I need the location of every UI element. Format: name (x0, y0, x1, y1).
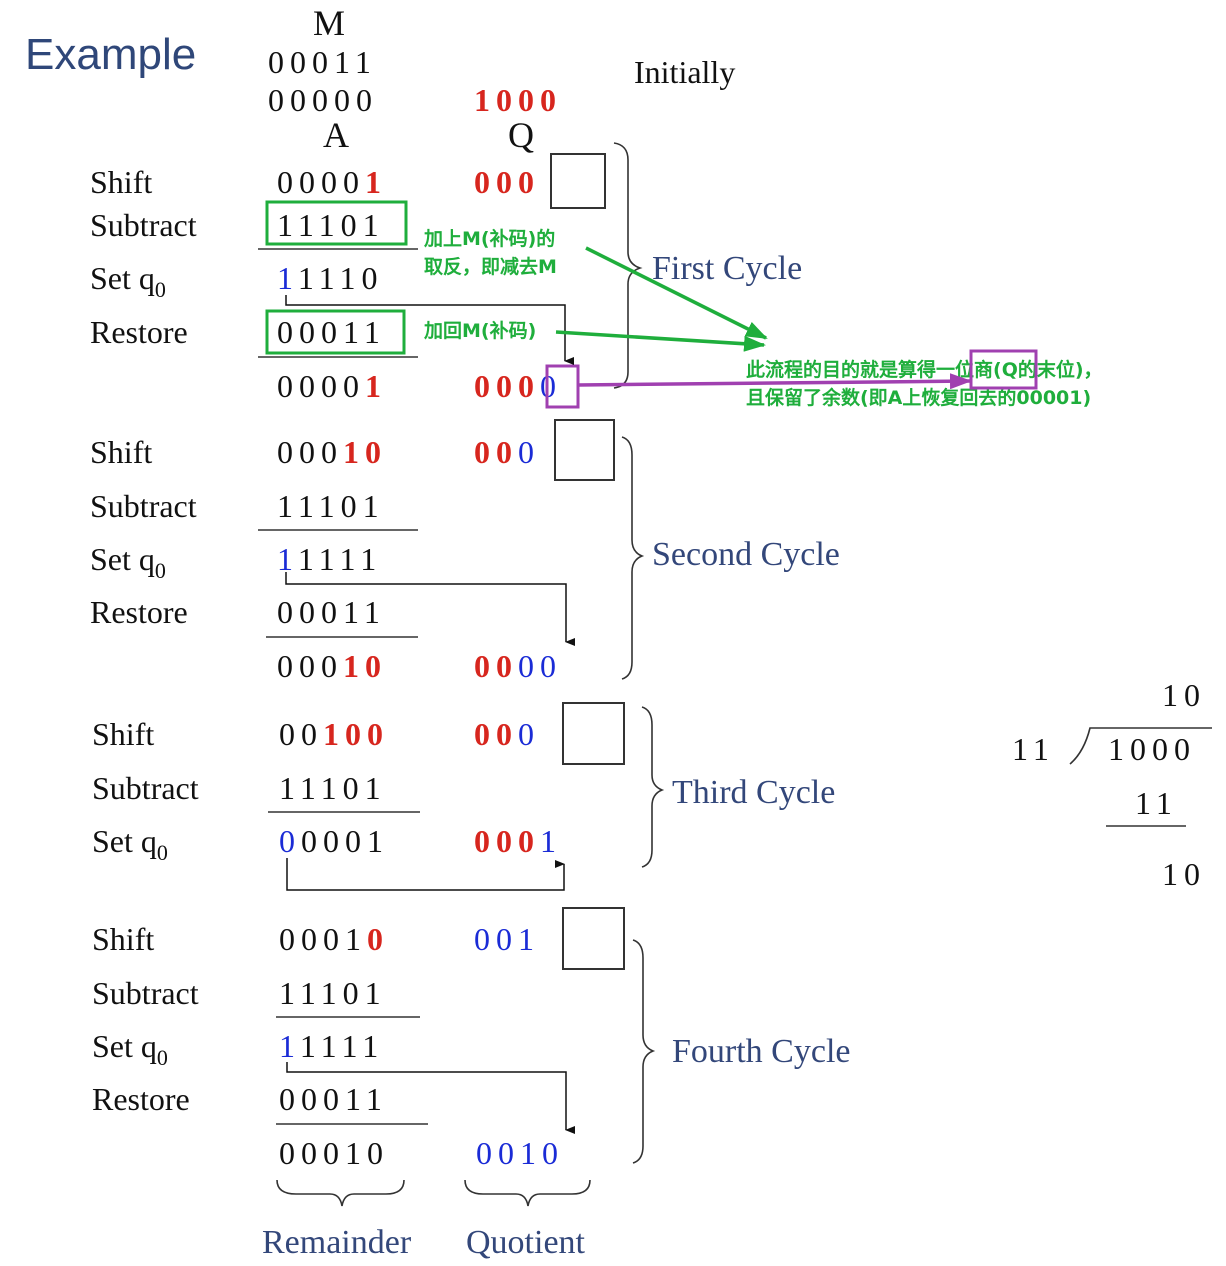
label-subtract: Subtract (90, 488, 197, 524)
division-bracket (1069, 727, 1212, 827)
cycle4-q0-arrow (286, 1062, 575, 1134)
cycle3-setq-a: 00001 (279, 823, 389, 859)
initial-q-value: 1000 (474, 82, 562, 118)
label-restore: Restore (90, 594, 188, 630)
header-initially: Initially (634, 54, 736, 90)
annotation-negate: 加上M(补码)的取反，即减去M (424, 228, 557, 278)
label-setq: Set q0 (90, 260, 166, 302)
cycle2-result-q: 0000 (474, 648, 562, 684)
cycle3-setq-q: 0001 (474, 823, 562, 859)
empty-q-boxes (550, 153, 625, 970)
annotation-add-back: 加回M(补码) (424, 320, 537, 342)
division-subtrahend: 11 (1135, 785, 1178, 821)
division-remainder: 10 (1162, 856, 1206, 892)
cycle2-shift-q: 000 (474, 434, 540, 470)
header-a: A (323, 115, 349, 155)
cycle4-subtract-a: 11101 (279, 975, 387, 1011)
label-setq: Set q0 (92, 823, 168, 865)
cycle1-shift-q: 000 (474, 164, 540, 200)
page-title: Example (25, 30, 197, 79)
cycle3-label: Third Cycle (672, 774, 836, 811)
initial-a-value: 00000 (268, 82, 378, 118)
cycle4-shift-a: 00010 (279, 921, 389, 957)
cycle4-setq-a: 11111 (279, 1028, 385, 1064)
remainder-label: Remainder (262, 1224, 412, 1261)
cycle2-setq-a: 11111 (277, 541, 383, 577)
cycle1-label: First Cycle (652, 250, 803, 287)
division-dividend: 1000 (1108, 731, 1196, 767)
negate-arrow (585, 246, 768, 340)
remainder-brace (276, 1179, 405, 1207)
division-divisor: 11 (1012, 731, 1055, 767)
cycle1-shift-a: 00001 (277, 164, 387, 200)
cycle2-label: Second Cycle (652, 536, 840, 573)
label-subtract: Subtract (90, 207, 197, 243)
label-shift: Shift (90, 164, 153, 200)
cycle1-q0-arrow (285, 295, 574, 365)
cycle3-shift-a: 00100 (279, 716, 389, 752)
cycle3-shift-q: 000 (474, 716, 540, 752)
initial-m-value: 00011 (268, 44, 377, 80)
cycle1-result-q: 0000 (474, 368, 562, 404)
cycle2-result-a: 00010 (277, 648, 387, 684)
restore-highlight-box (265, 309, 406, 355)
cycle4-shift-q: 001 (474, 921, 540, 957)
one-bit-quotient-highlight (969, 349, 1038, 390)
label-setq: Set q0 (90, 541, 166, 583)
cycle2-restore-a: 00011 (277, 594, 386, 630)
label-shift: Shift (92, 716, 155, 752)
cycle1-subtract-a: 11101 (277, 207, 385, 243)
cycle2-q0-arrow (285, 572, 575, 646)
annotation-purpose: 此流程的目的就是算得一位商(Q的末位)， 且保留了余数(即A上恢复回去的0000… (746, 359, 1103, 409)
cycle3-q0-arrow (286, 858, 565, 891)
cycle4-result-a: 00010 (279, 1135, 389, 1171)
cycle1-restore-a: 00011 (277, 314, 386, 350)
q0-to-explanation-arrow (577, 373, 972, 390)
cycle3-subtract-a: 11101 (279, 770, 387, 806)
label-shift: Shift (92, 921, 155, 957)
cycle4-label: Fourth Cycle (672, 1033, 851, 1070)
label-shift: Shift (90, 434, 153, 470)
cycle-braces (613, 142, 665, 1164)
quotient-brace (464, 1179, 591, 1207)
cycle2-subtract-a: 11101 (277, 488, 385, 524)
label-restore: Restore (90, 314, 188, 350)
label-subtract: Subtract (92, 975, 199, 1011)
label-subtract: Subtract (92, 770, 199, 806)
cycle4-result-q: 0010 (476, 1135, 564, 1171)
header-q: Q (508, 115, 534, 155)
separator-lines (258, 248, 428, 1125)
quotient-label: Quotient (466, 1224, 585, 1261)
division-quotient: 10 (1162, 677, 1206, 713)
subtract-highlight-box (265, 200, 408, 246)
cycle1-setq-a: 11110 (277, 260, 384, 296)
label-setq: Set q0 (92, 1028, 168, 1070)
q0-highlight-box (545, 364, 580, 409)
cycle4-restore-a: 00011 (279, 1081, 388, 1117)
label-restore: Restore (92, 1081, 190, 1117)
add-back-arrow (555, 330, 766, 352)
cycle2-shift-a: 00010 (277, 434, 387, 470)
cycle1-result-a: 00001 (277, 368, 387, 404)
header-m: M (313, 3, 346, 43)
